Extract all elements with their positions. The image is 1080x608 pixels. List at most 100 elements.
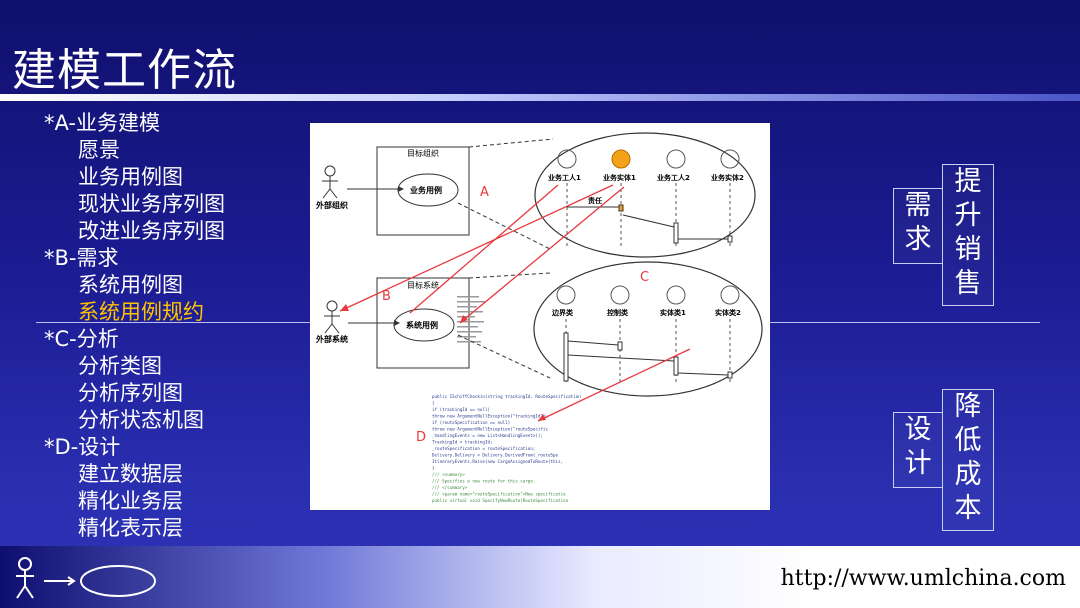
- business-lifeline-label-4: 业务实体2: [711, 173, 744, 182]
- business-sequence-lens: [534, 132, 756, 258]
- trace-arrow-c: [537, 348, 691, 422]
- external-org-label: 外部组织: [316, 200, 348, 210]
- zoom-line-bottom-2: [457, 334, 551, 379]
- boost-sales-char-3: 销: [954, 234, 982, 265]
- design-box: 设 计: [893, 412, 943, 488]
- reduce-cost-char-1: 降: [954, 391, 982, 422]
- outline-item: *D-设计: [44, 435, 121, 459]
- trace-arrow-a2: [339, 184, 614, 312]
- code-line: if (routeSpecification == null): [432, 420, 510, 425]
- outline-item: *C-分析: [44, 327, 119, 351]
- website-url[interactable]: http://www.umlchina.com: [780, 566, 1066, 591]
- code-line: if (trackingId == null): [432, 407, 490, 412]
- analysis-activation-3: [673, 356, 679, 376]
- business-lifeline-1: [557, 149, 577, 249]
- business-lifeline-label-1: 业务工人1: [548, 173, 581, 182]
- code-line: {: [432, 401, 435, 406]
- outline-item: 分析状态机图: [78, 408, 204, 432]
- business-lifeline-label-3: 业务工人2: [657, 173, 690, 182]
- business-lifeline-label-2: 业务实体1: [603, 173, 636, 182]
- code-line: }: [432, 466, 435, 471]
- analysis-activation-2: [617, 341, 623, 351]
- responsibility-label: 责任: [588, 196, 602, 205]
- business-lifeline-2: [611, 149, 631, 249]
- requirement-char-1: 需: [904, 190, 932, 221]
- code-line: throw new ArgumentNullException("trackin…: [432, 414, 548, 419]
- external-system-label: 外部系统: [316, 334, 348, 344]
- analysis-message-3: [677, 372, 729, 376]
- outline-item: 精化表示层: [78, 516, 183, 540]
- trace-arrowhead-b: [460, 315, 468, 323]
- outline-item: 现状业务序列图: [78, 192, 225, 216]
- system-arrowhead: [394, 320, 400, 326]
- outline-item: *B-需求: [44, 246, 119, 270]
- code-line: throw new ArgumentNullException("routeSp…: [432, 427, 548, 432]
- external-system-actor-icon: [324, 300, 340, 334]
- code-line: /// Specifies a new route for this cargo…: [432, 479, 535, 484]
- system-usecase-label: 系统用例: [406, 320, 438, 330]
- outline-item: 系统用例规约: [78, 300, 204, 324]
- trace-arrowhead-c: [538, 414, 546, 421]
- code-line: /// </summary>: [432, 485, 468, 490]
- analysis-lifeline-label-1: 边界类: [551, 308, 574, 317]
- business-message-2: [622, 214, 675, 228]
- analysis-message-2: [567, 354, 675, 362]
- uml-actor-usecase-logo-icon: [16, 557, 156, 599]
- analysis-activation-1: [563, 332, 569, 382]
- outline-item: 精化业务层: [78, 489, 183, 513]
- code-line: TrackingId = trackingId;: [432, 440, 493, 445]
- zoom-line-bottom-1: [468, 272, 551, 279]
- footer-bar: http://www.umlchina.com: [0, 546, 1080, 608]
- entity-class-2-icon: [720, 285, 740, 385]
- business-usecase-label: 业务用例: [410, 185, 442, 195]
- boost-sales-char-1: 提: [954, 166, 982, 197]
- analysis-activation-4: [727, 371, 733, 379]
- trace-arrow-b: [459, 186, 625, 324]
- outline-item: 建立数据层: [78, 462, 183, 486]
- reduce-cost-char-3: 成: [954, 459, 982, 490]
- zoom-line-top-1: [468, 138, 554, 148]
- workflow-diagram: 目标组织 业务用例 外部组织: [310, 123, 770, 510]
- external-org-actor-icon: [322, 165, 338, 199]
- label-a: A: [480, 185, 489, 200]
- org-arrowhead: [398, 186, 404, 192]
- zoom-line-top-2: [457, 202, 551, 250]
- business-activation-2: [673, 222, 679, 244]
- workflow-outline: *A-业务建模愿景业务用例图现状业务序列图改进业务序列图*B-需求系统用例图系统…: [44, 110, 225, 542]
- outline-item: 分析类图: [78, 354, 162, 378]
- boost-sales-box: 提 升 销 售: [942, 164, 994, 306]
- analysis-sequence-lens: [533, 261, 763, 397]
- code-line: public virtual void SpecifyNewRoute(Rout…: [432, 498, 569, 503]
- control-class-icon: [610, 285, 630, 385]
- design-char-1: 设: [904, 414, 932, 445]
- analysis-lifeline-label-4: 实体类2: [715, 308, 741, 317]
- trace-arrowhead-a: [340, 304, 349, 311]
- business-activation-1: [618, 204, 624, 212]
- analysis-lifeline-label-2: 控制类: [607, 308, 629, 317]
- reduce-cost-char-4: 本: [954, 493, 982, 524]
- usecase-spec-text: [457, 296, 485, 343]
- outline-item: 分析序列图: [78, 381, 183, 405]
- code-snippet: public ISchiffCheckin(string trackingId,…: [432, 394, 581, 503]
- target-org-box: [376, 146, 470, 236]
- target-org-label: 目标组织: [407, 148, 439, 158]
- outline-item: *A-业务建模: [44, 111, 160, 135]
- business-activation-3: [727, 235, 733, 243]
- boost-sales-char-2: 升: [954, 200, 982, 231]
- reduce-cost-char-2: 低: [954, 425, 982, 456]
- code-line: _handlingEvents = new List<HandlingEvent…: [432, 433, 543, 438]
- requirement-box: 需 求: [893, 188, 943, 264]
- label-b: B: [382, 289, 391, 304]
- code-line: ItineraryEvents.Raise(new CargoAssignedT…: [432, 459, 563, 464]
- target-system-label: 目标系统: [407, 280, 439, 290]
- label-c: C: [640, 270, 649, 285]
- label-d: D: [416, 430, 426, 445]
- code-line: /// <param name="routeSpecification">New…: [432, 492, 566, 497]
- code-line: Delivery.Delivery = Delivery.DerivedFrom…: [432, 453, 559, 458]
- code-line: public ISchiffCheckin(string trackingId,…: [432, 394, 581, 399]
- analysis-message-1: [567, 340, 619, 346]
- analysis-lifeline-label-3: 实体类1: [660, 308, 686, 317]
- trace-arrow-a: [409, 184, 559, 314]
- boost-sales-char-4: 售: [954, 268, 982, 299]
- outline-item: 系统用例图: [78, 273, 183, 297]
